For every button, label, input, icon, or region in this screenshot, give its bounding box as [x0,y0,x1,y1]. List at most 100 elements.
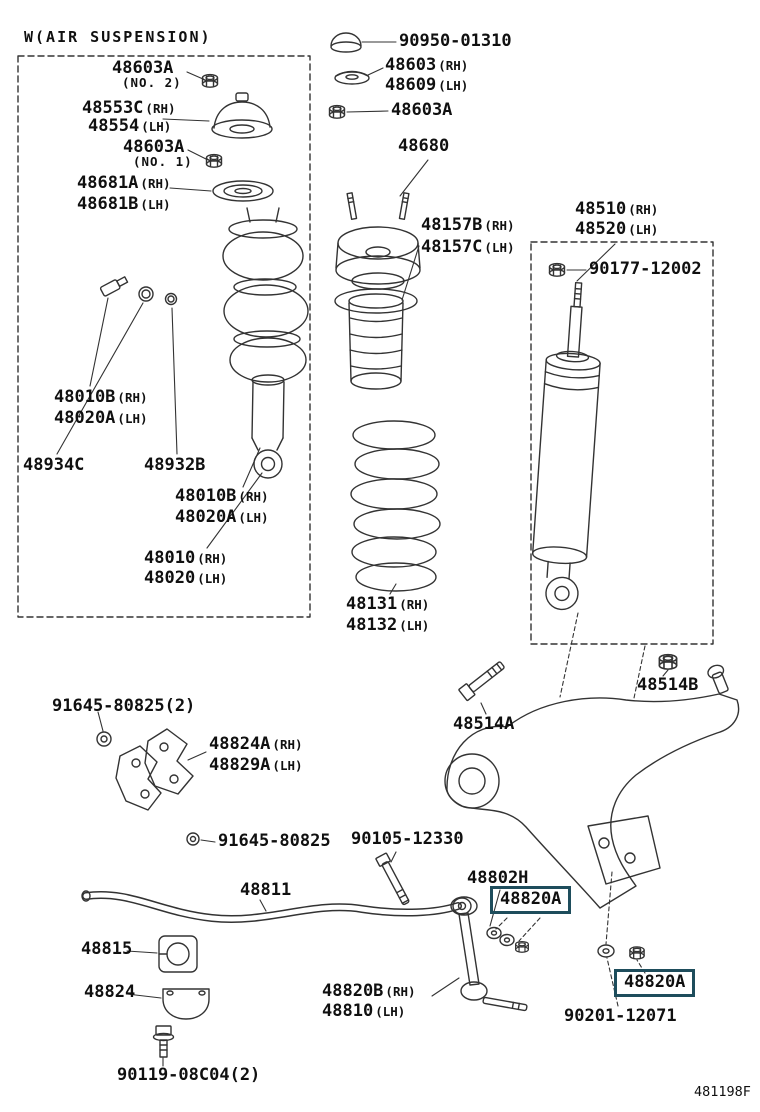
part-label-48132[interactable]: 48132(LH) [346,615,430,635]
side-code: (RH) [438,58,469,73]
side-code: (LH) [399,618,430,633]
part-label-48603a[interactable]: 48603A [391,101,452,119]
side-code: (LH) [117,411,148,426]
part-number: 48603A [123,137,185,157]
part-number: 48802H [467,868,529,888]
part-label-48603[interactable]: 48603(RH) [385,55,469,75]
part-label-48824[interactable]: 48824 [84,982,136,1002]
part-label-48815[interactable]: 48815 [81,939,133,959]
side-code: (LH) [141,119,172,134]
part-label-90105-12330[interactable]: 90105-12330 [351,829,464,849]
part-label-48514b[interactable]: 48514B [637,675,699,695]
side-code: (LH) [375,1004,406,1019]
part-label-48811[interactable]: 48811 [240,880,292,900]
part-number: 48157B [421,215,483,235]
part-number: 90950-01310 [399,31,512,51]
side-code: (RH) [238,489,269,504]
part-label-48824a[interactable]: 48824A(RH) [209,734,303,754]
part-label-48520[interactable]: 48520(LH) [575,220,658,238]
part-number: 90105-12330 [351,829,464,849]
part-label-48010b-1[interactable]: 48010B(RH) [54,387,148,407]
part-label-48131[interactable]: 48131(RH) [346,594,429,614]
shock-absorber-drawing [531,262,601,611]
part-number: 48609 [385,75,437,95]
part-number: 48020A [54,408,116,428]
part-label-48609[interactable]: 48609(LH) [385,75,468,95]
part-number: 48820A [624,972,686,992]
part-number: 48824 [84,982,136,1002]
part-number: 48603 [385,55,437,75]
side-code: (LH) [484,240,515,255]
air-suspension-dashed-box [17,55,311,618]
side-code: (RH) [272,737,303,752]
part-number: 48010B [54,387,116,407]
part-number: 48681B [77,194,139,214]
part-label-48932b[interactable]: 48932B [144,455,206,475]
side-code: (LH) [197,571,228,586]
side-code: (LH) [272,758,303,773]
part-number: 91645-80825(2) [52,696,196,716]
part-label-90119-08c04[interactable]: 90119-08C04(2) [117,1066,260,1084]
part-label-48934c[interactable]: 48934C [23,456,84,474]
part-label-48603a-no1[interactable]: 48603A(NO. 1) [123,137,193,169]
part-number: 91645-80825 [218,831,331,851]
part-number: 48510 [575,199,627,219]
part-label-48554[interactable]: 48554(LH) [88,116,172,136]
part-number: 48514A [453,714,515,734]
part-number: 48811 [240,880,292,900]
part-label-48020[interactable]: 48020(LH) [144,569,228,587]
part-label-48157b[interactable]: 48157B(RH) [421,215,515,235]
part-label-90201-12071[interactable]: 90201-12071 [564,1007,677,1025]
diagram-title: W(AIR SUSPENSION) [24,28,212,46]
part-label-48157c[interactable]: 48157C(LH) [421,238,515,256]
stabilizer-bushing-bracket-drawing [152,935,210,1058]
part-label-90177-12002[interactable]: 90177-12002 [589,260,702,278]
part-number: 48132 [346,615,398,635]
part-label-48010[interactable]: 48010(RH) [144,548,228,568]
lower-control-arm-drawing [444,664,740,909]
side-code: (RH) [140,176,171,191]
part-label-48510[interactable]: 48510(RH) [575,199,659,219]
part-label-48020a-2[interactable]: 48020A(LH) [175,508,269,526]
part-label-48514a[interactable]: 48514A [453,714,515,734]
highlighted-part-label-48820a-lower[interactable]: 48820A [614,969,696,998]
part-label-91645-80825[interactable]: 91645-80825 [218,831,331,851]
leader-lines [56,41,669,1067]
part-number: 48932B [144,455,206,475]
part-number: 48131 [346,594,398,614]
part-label-48603a-no2[interactable]: 48603A(NO. 2) [112,59,182,90]
part-label-90950-01310[interactable]: 90950-01310 [399,31,512,51]
part-number: 48815 [81,939,133,959]
support-stack-drawing [328,32,421,390]
mount-bolt-nut-drawing [458,653,678,702]
part-number: 48681A [77,173,139,193]
part-number: 48554 [88,116,140,136]
part-label-48829a[interactable]: 48829A(LH) [209,755,303,775]
air-spring-assembly-drawing [201,73,309,479]
coil-spring-drawing [350,420,441,592]
part-number: 48010 [144,548,196,568]
side-code: (RH) [197,551,228,566]
part-label-48681a[interactable]: 48681A(RH) [77,173,171,193]
part-number: 48810 [322,1001,374,1021]
shock-dashed-box [530,241,714,645]
arm-bolt-drawing [375,852,410,906]
part-label-48810[interactable]: 48810(LH) [322,1001,406,1021]
part-label-48680[interactable]: 48680 [398,137,449,155]
part-number: 48553C [82,98,144,118]
part-label-48553c[interactable]: 48553C(RH) [82,98,176,118]
side-code: (RH) [628,202,659,217]
part-number: 48829A [209,755,271,775]
part-label-48820b[interactable]: 48820B(RH) [322,982,416,1000]
part-label-91645-80825-2[interactable]: 91645-80825(2) [52,696,196,716]
part-number: 48824A [209,734,271,754]
part-label-48020a-1[interactable]: 48020A(LH) [54,408,148,428]
highlighted-part-label-48820a-upper[interactable]: 48820A [490,886,572,915]
part-label-48802h[interactable]: 48802H [467,868,529,888]
part-number: 48514B [637,675,699,695]
figure-code: 481198F [694,1084,751,1100]
part-label-48681b[interactable]: 48681B(LH) [77,194,171,214]
side-code: (RH) [145,101,176,116]
part-label-48010b-2[interactable]: 48010B(RH) [175,487,269,505]
